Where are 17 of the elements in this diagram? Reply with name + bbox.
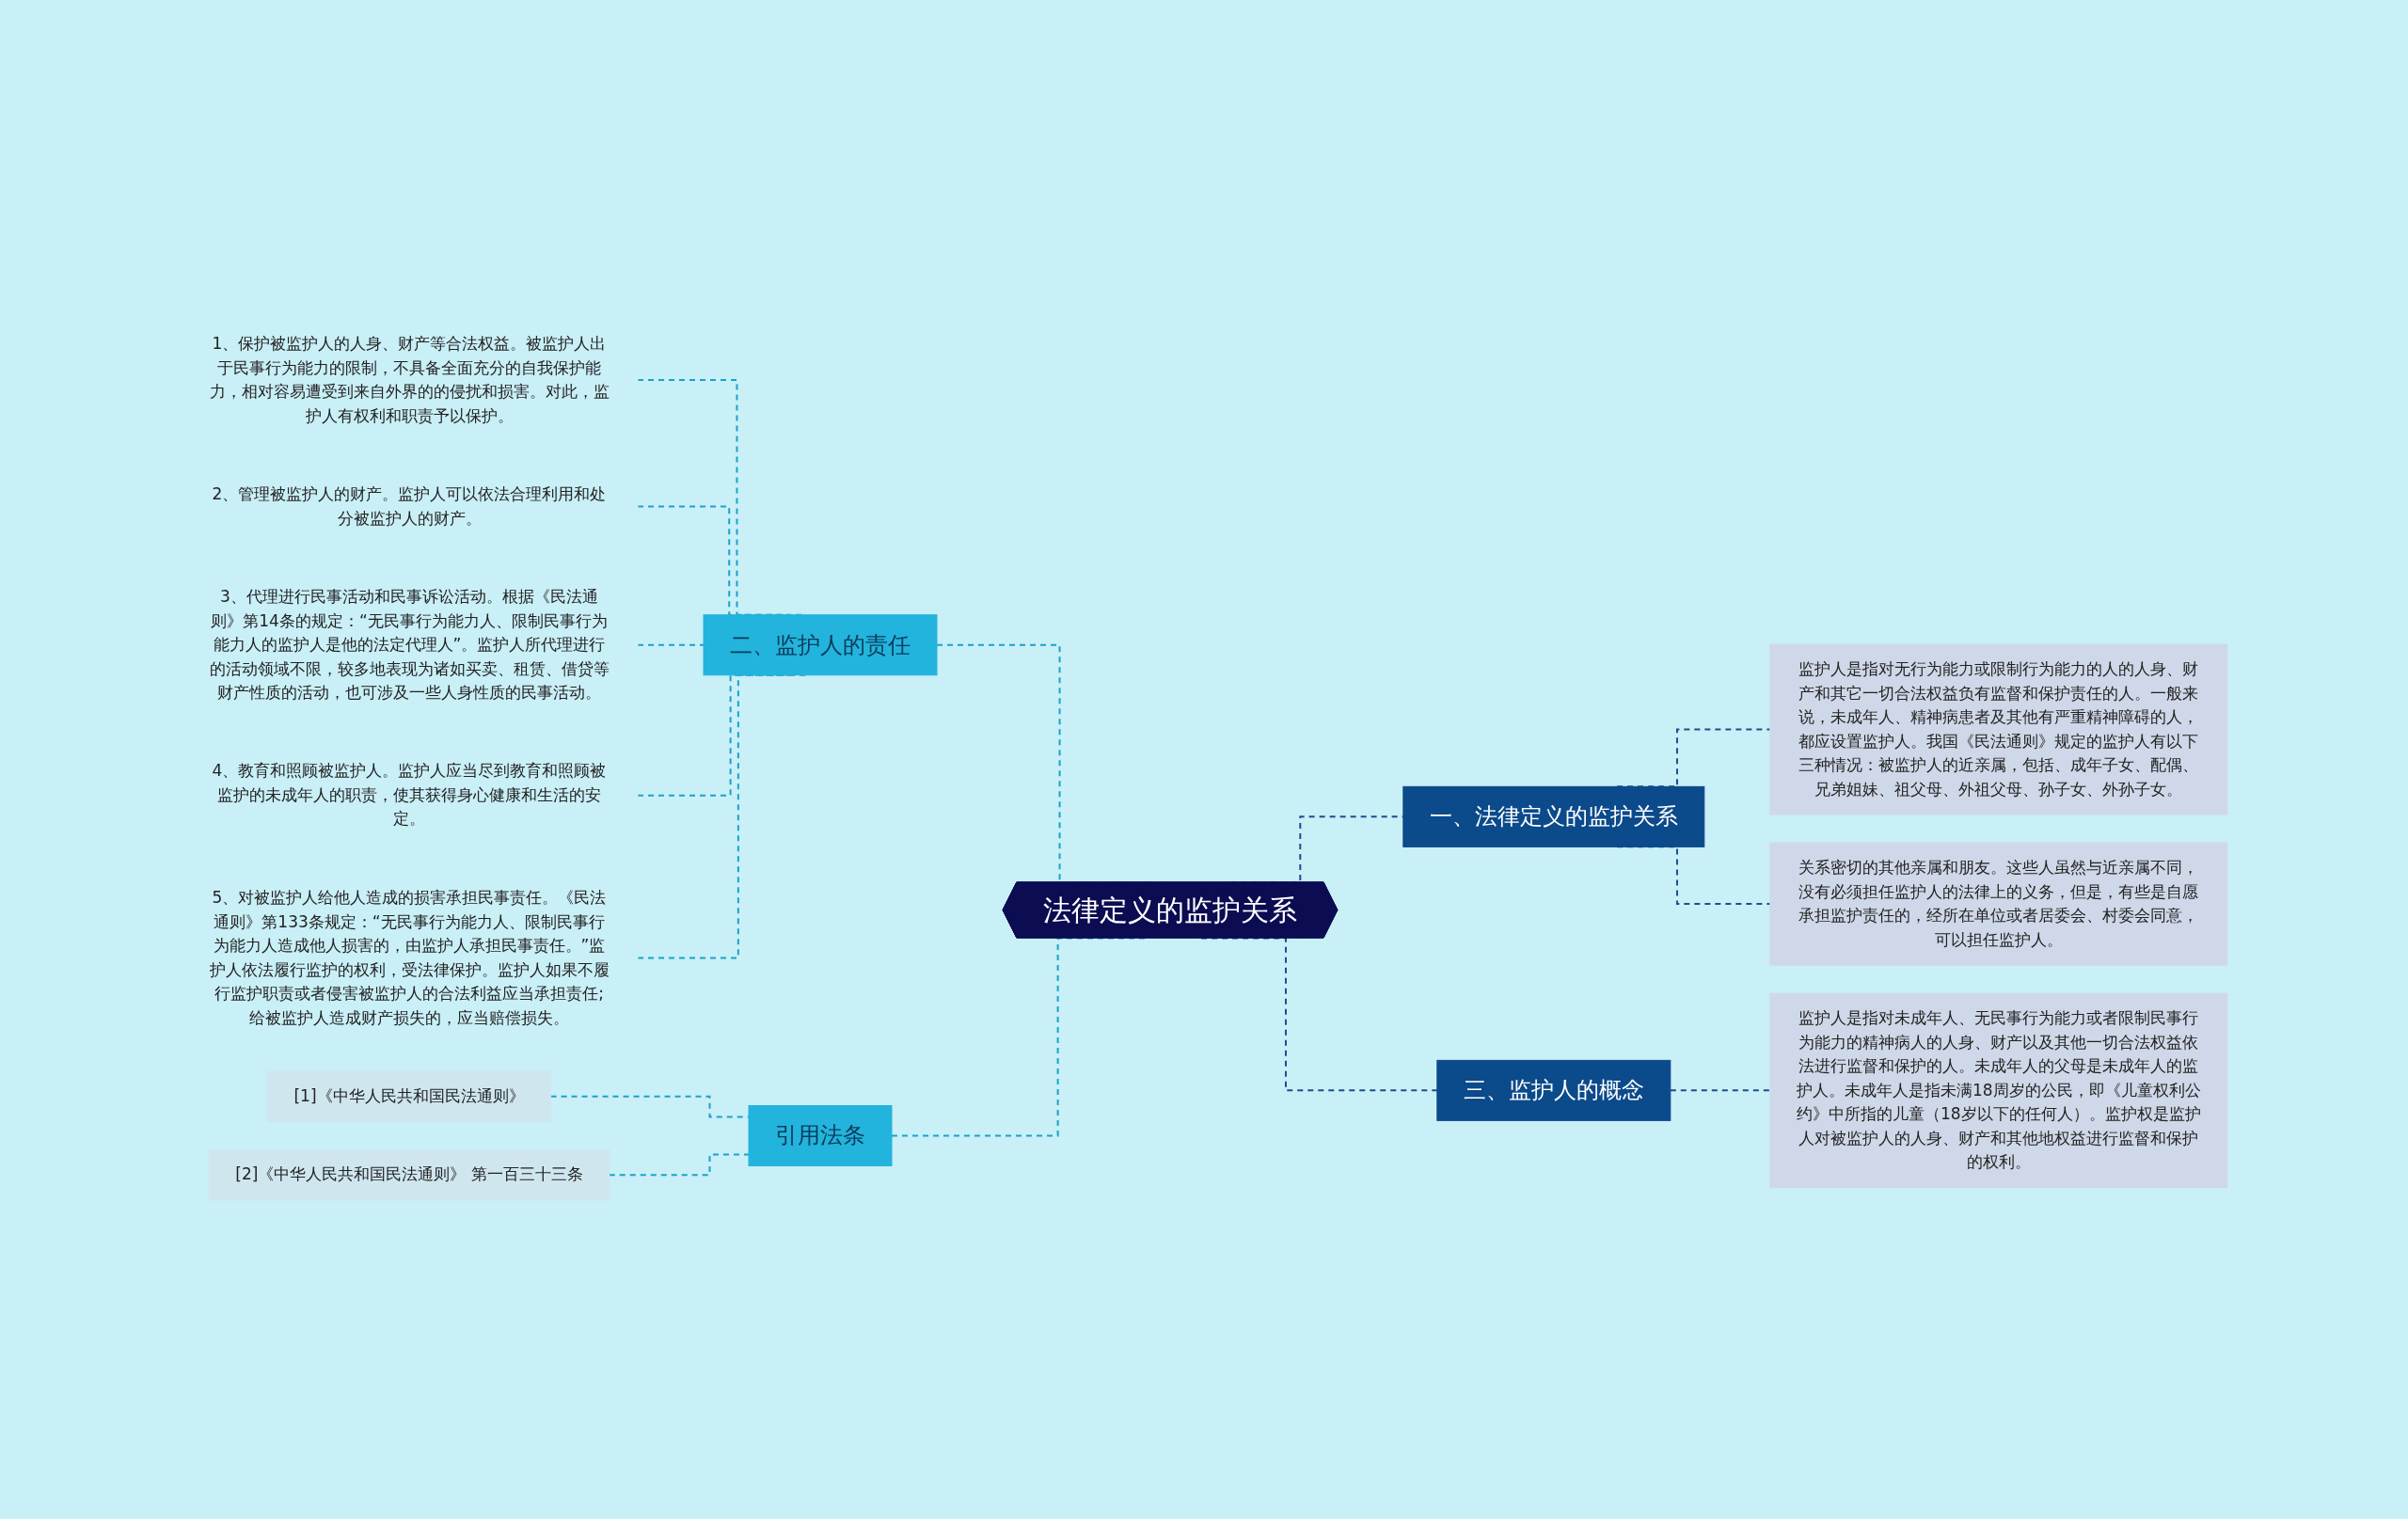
node-box: 三、监护人的概念 [1436,1059,1671,1121]
connector [637,643,705,646]
node-text: 5、对被监护人给他人造成的损害承担民事责任。《民法通则》第133条规定：“无民事行为能力人、限制民事行为能力人造成他人损害的，由监护人承担民事责任。”监护人依法履行监护的权利，受法律保护。监护人如果不履行监护职责或者侵害被监护人的合法利益应当承担责任;给被监护人造成财产损失的，应当赔偿损失。 [209,887,610,1027]
node-box: [1]《中华人民共和国民法通则》 [267,1070,552,1122]
node-box: 监护人是指对无行为能力或限制行为能力的人的人身、财产和其它一切合法权益负有监督和保护责任的人。一般来说，未成年人、精神病患者及其他有严重精神障碍的人，都应设置监护人。我国《民法通则》规定的监护人有以下三种情况：被监护人的近亲属，包括、成年子女、配偶、兄弟姐妹、祖父母、外祖父母、孙子女、外孙子女。 [1769,643,2228,815]
node-box: 引用法条 [748,1105,893,1166]
node-text: 3、代理进行民事活动和民事诉讼活动。根据《民法通则》第14条的规定：“无民事行为能力人、限制民事行为能力人的监护人是他的法定代理人”。监护人所代理进行的活动领域不限，较多地表现为诸如买卖、租赁、借贷等财产性质的活动，也可涉及一些人身性质的民事活动。 [209,587,610,702]
node-text: 1、保护被监护人的人身、财产等合法权益。被监护人出于民事行为能力的限制，不具备全面充分的自我保护能力，相对容易遭受到来自外界的的侵扰和损害。对此，监护人有权利和职责予以保护。 [209,334,610,425]
node-box: 一、法律定义的监护关系 [1402,785,1705,847]
node-box: [2]《中华人民共和国民法通则》 第一百三十三条 [208,1149,610,1201]
node-text: 4、教育和照顾被监护人。监护人应当尽到教育和照顾被监护的未成年人的职责，使其获得身心健康和生活的安定。 [212,761,607,829]
connector [608,1153,751,1177]
node-text: 2、管理被监护人的财产。监护人可以依法合理利用和处分被监护人的财产。 [212,484,607,528]
connector [1669,1089,1771,1092]
node-box: 二、监护人的责任 [703,614,938,676]
node-box: 关系密切的其他亲属和朋友。这些人虽然与近亲属不同，没有必须担任监护人的法律上的义务，但是，有些是自愿承担监护责任的，经所在单位或者居委会、村委会同意，可以担任监护人。 [1769,842,2228,966]
node-box: 监护人是指对未成年人、无民事行为能力或者限制民事行为能力的精神病人的人身、财产以及其他一切合法权益依法进行监督和保护的人。未成年人的父母是未成年人的监护人。未成年人是指未满18周岁的公民，即《儿童权利公约》中所指的儿童（18岁以下的任何人）。监护权是监护人对被监护人的人身、财产和其他地权益进行监督和保护的权利。 [1769,992,2228,1189]
